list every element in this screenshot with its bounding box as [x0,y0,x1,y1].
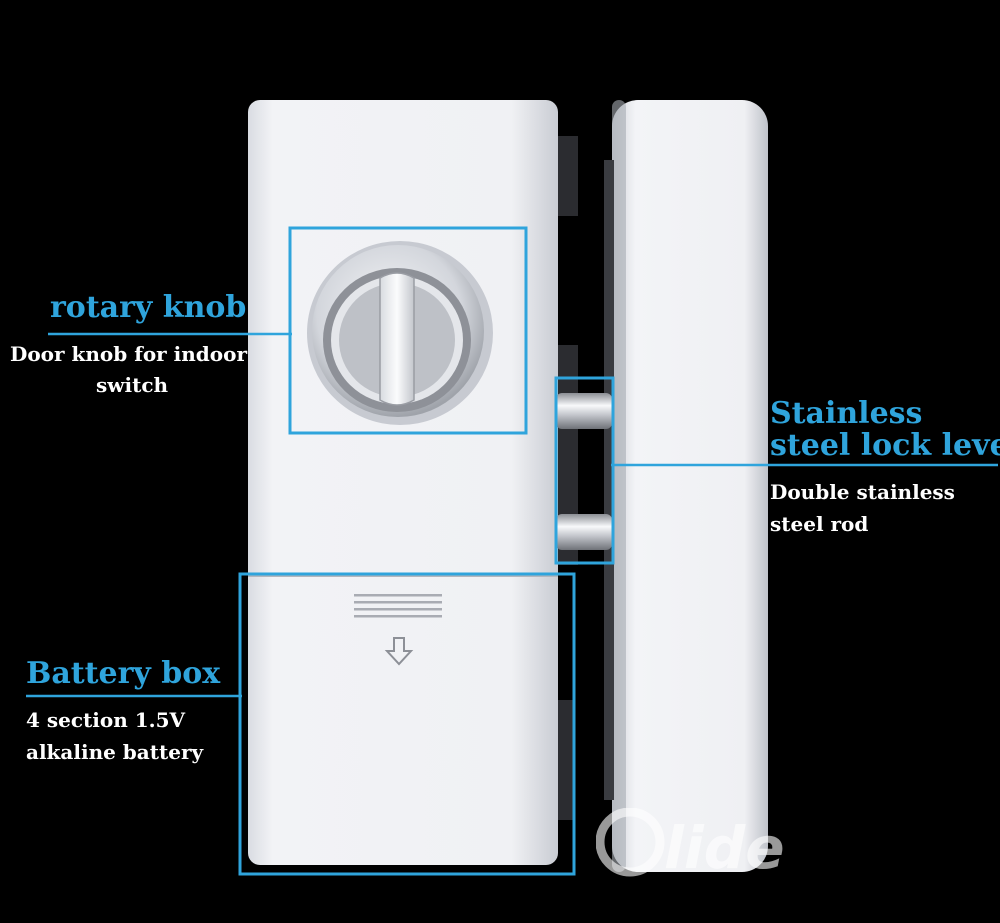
lock-body [248,100,558,865]
plate-gap [604,160,614,800]
battery-cover [354,594,442,666]
hinge-edge-bottom [556,700,574,820]
lock-lever-highlight-box [554,376,615,565]
battery-box-title: Battery box [26,656,221,691]
hinge-edge-top [556,136,578,216]
rotary-knob-description-line1: Door knob for indoor [10,342,247,366]
battery-box-description-line1: 4 section 1.5V [26,708,186,732]
battery-box-highlight-box [238,572,576,876]
strike-plate [612,100,768,872]
battery-box-description-line2: alkaline battery [26,740,204,764]
lock-lever-title-line2: steel lock lever [770,428,1000,463]
rotary-knob-title: rotary knob [50,290,247,325]
arrow-down-icon [384,637,414,666]
lock-lever-title-line1: Stainless [770,396,923,431]
steel-rods [556,393,612,550]
rotary-knob-highlight-box [288,226,528,435]
rotary-knob [307,241,493,425]
lock-lever-description-line1: Double stainless [770,480,955,504]
brand-logo: lide [596,808,785,878]
brand-logo-text: lide [664,814,785,878]
rotary-knob-description-line2: switch [96,373,169,397]
lock-lever-description-line2: steel rod [770,512,869,536]
